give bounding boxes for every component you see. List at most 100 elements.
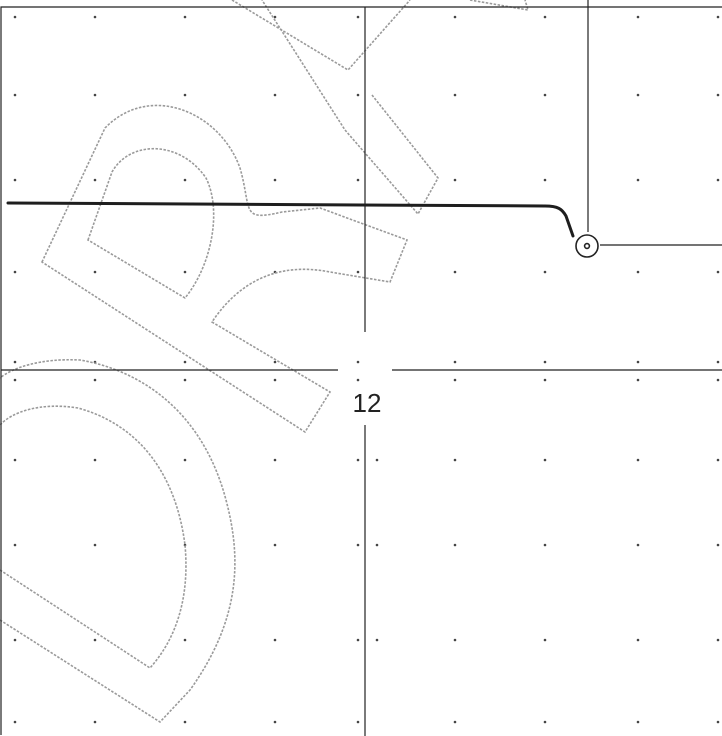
grid-dot xyxy=(453,15,457,19)
watermark-letter-d-outer xyxy=(0,358,236,724)
grid-dot xyxy=(636,360,640,364)
grid-dot xyxy=(716,15,720,19)
grid-dot xyxy=(716,93,720,97)
grid-dot xyxy=(13,178,17,182)
grid-dot xyxy=(543,360,547,364)
grid-dot xyxy=(453,458,457,462)
watermark-letters xyxy=(0,0,530,724)
grid-dot xyxy=(636,178,640,182)
grid-dot xyxy=(716,543,720,547)
grid-dot xyxy=(93,458,97,462)
watermark-letter-r-outer xyxy=(40,104,409,434)
grid-dot xyxy=(183,360,187,364)
grid-dot xyxy=(13,638,17,642)
grid-dot xyxy=(716,360,720,364)
grid-dot xyxy=(356,270,360,274)
grid-dot xyxy=(273,378,277,382)
grid-dot xyxy=(13,93,17,97)
grid-dot xyxy=(453,378,457,382)
grid-dot xyxy=(13,720,17,724)
grid-dot xyxy=(183,93,187,97)
grid-dot xyxy=(273,638,277,642)
grid-dot xyxy=(356,720,360,724)
grid-dot xyxy=(716,270,720,274)
grid-dot xyxy=(13,378,17,382)
grid-dot xyxy=(273,15,277,19)
grid-dot xyxy=(183,720,187,724)
grid-dot xyxy=(716,720,720,724)
grid-dot xyxy=(543,458,547,462)
grid-dot xyxy=(375,638,379,642)
grid-dot xyxy=(93,720,97,724)
grid-dot xyxy=(543,638,547,642)
grid-dot xyxy=(453,93,457,97)
reference-marker-inner xyxy=(583,242,591,250)
grid-dot xyxy=(273,543,277,547)
grid-dot xyxy=(183,638,187,642)
grid-dots xyxy=(13,15,720,724)
grid-dot xyxy=(183,458,187,462)
grid-dot xyxy=(273,178,277,182)
grid-dot xyxy=(93,15,97,19)
watermark-letter-r-inner xyxy=(87,147,215,300)
grid-dot xyxy=(13,15,17,19)
grid-dot xyxy=(273,458,277,462)
cut-line xyxy=(6,201,575,238)
grid-dot xyxy=(636,458,640,462)
grid-dot xyxy=(273,720,277,724)
grid-dot xyxy=(183,270,187,274)
grid-dot xyxy=(356,93,360,97)
grid-dot xyxy=(543,178,547,182)
grid-dot xyxy=(93,543,97,547)
grid-dot xyxy=(716,178,720,182)
grid-dot xyxy=(93,270,97,274)
grid-dot xyxy=(273,360,277,364)
grid-dot xyxy=(543,93,547,97)
grid-dot xyxy=(375,543,379,547)
grid-dot xyxy=(13,360,17,364)
cell-number-label: 12 xyxy=(353,388,382,418)
grid-dot xyxy=(453,543,457,547)
grid-dot xyxy=(543,720,547,724)
grid-dot xyxy=(183,378,187,382)
grid-dot xyxy=(375,458,379,462)
grid-dot xyxy=(93,93,97,97)
grid-dot xyxy=(453,638,457,642)
grid-dot xyxy=(716,378,720,382)
grid-dot xyxy=(13,270,17,274)
grid-dot xyxy=(13,543,17,547)
grid-dot xyxy=(93,178,97,182)
grid-dot xyxy=(716,638,720,642)
grid-dot xyxy=(636,270,640,274)
grid-dot xyxy=(356,638,360,642)
grid-dot xyxy=(543,15,547,19)
grid-dot xyxy=(273,93,277,97)
grid-dot xyxy=(356,178,360,182)
grid-dot xyxy=(453,178,457,182)
grid-dot xyxy=(543,378,547,382)
grid-dot xyxy=(356,543,360,547)
grid-dot xyxy=(636,638,640,642)
grid-dot xyxy=(543,543,547,547)
reference-marker[interactable] xyxy=(575,234,599,258)
grid-dot xyxy=(636,15,640,19)
grid-dot xyxy=(356,458,360,462)
grid-dot xyxy=(183,178,187,182)
grid-dot xyxy=(356,360,360,364)
grid-dot xyxy=(636,720,640,724)
grid-dot xyxy=(453,360,457,364)
grid-dot xyxy=(93,378,97,382)
grid-dot xyxy=(636,93,640,97)
watermark-letter-k xyxy=(231,0,530,216)
grid-dot xyxy=(356,15,360,19)
reference-marker-outer xyxy=(575,234,599,258)
grid-dot xyxy=(183,15,187,19)
sheet-border xyxy=(0,6,722,735)
grid-dot xyxy=(356,378,360,382)
grid-dot xyxy=(453,270,457,274)
watermark-letter-d-inner xyxy=(0,405,187,670)
grid-dot xyxy=(13,458,17,462)
grid-dot xyxy=(543,270,547,274)
